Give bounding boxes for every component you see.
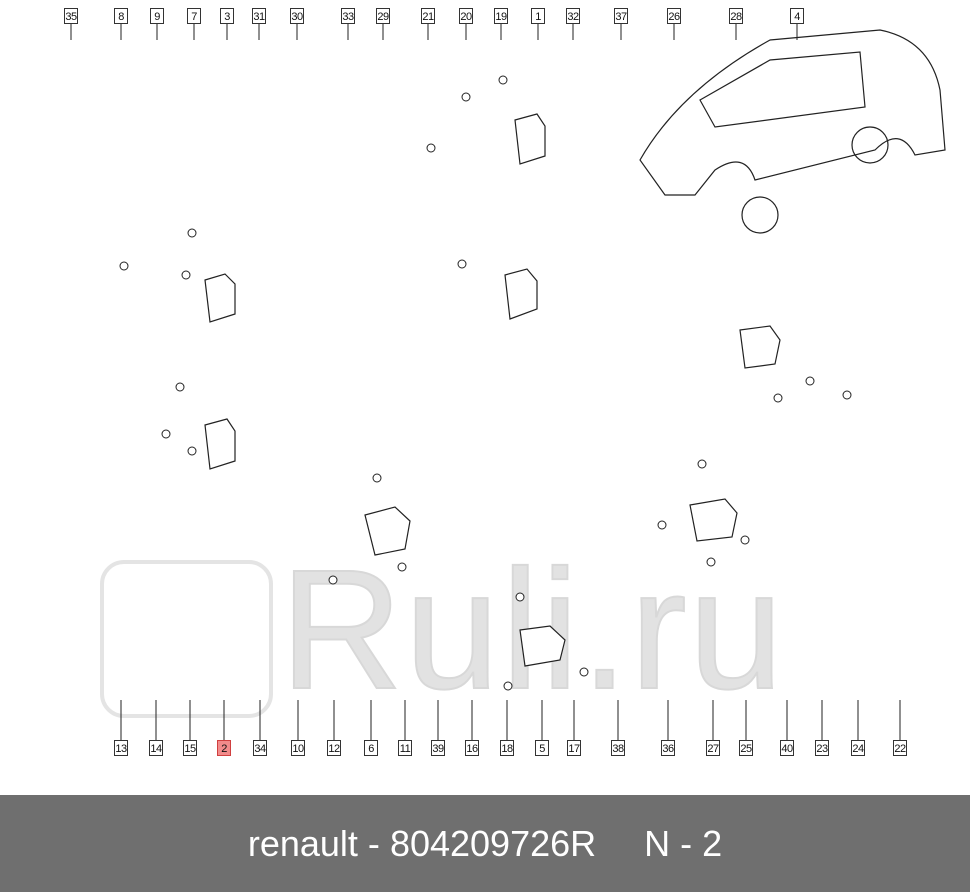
bolt — [706, 557, 716, 567]
hinge-part — [519, 625, 566, 667]
bolt — [187, 446, 197, 456]
callout-37[interactable]: 37 — [614, 8, 628, 24]
bolt — [161, 429, 171, 439]
separator: - — [367, 822, 380, 864]
callout-2[interactable]: 2 — [217, 740, 231, 756]
callout-15[interactable]: 15 — [183, 740, 197, 756]
bolt — [372, 473, 382, 483]
hinge-part — [689, 498, 738, 542]
hinge-part — [364, 506, 411, 556]
callout-4[interactable]: 4 — [790, 8, 804, 24]
bolt — [461, 92, 471, 102]
bolt — [187, 228, 197, 238]
callout-39[interactable]: 39 — [431, 740, 445, 756]
callout-25[interactable]: 25 — [739, 740, 753, 756]
callout-29[interactable]: 29 — [376, 8, 390, 24]
callout-21[interactable]: 21 — [421, 8, 435, 24]
vehicle-illustration — [639, 29, 946, 234]
bolt — [175, 382, 185, 392]
callout-27[interactable]: 27 — [706, 740, 720, 756]
callout-35[interactable]: 35 — [64, 8, 78, 24]
parts-diagram: Ruli.ru — [64, 8, 946, 756]
callout-23[interactable]: 23 — [815, 740, 829, 756]
bolt — [657, 520, 667, 530]
callout-36[interactable]: 36 — [661, 740, 675, 756]
bolt — [773, 393, 783, 403]
callout-1[interactable]: 1 — [531, 8, 545, 24]
bolt — [842, 390, 852, 400]
callout-32[interactable]: 32 — [566, 8, 580, 24]
callout-33[interactable]: 33 — [341, 8, 355, 24]
bolt — [697, 459, 707, 469]
callout-24[interactable]: 24 — [851, 740, 865, 756]
brand-name: renault — [247, 822, 358, 864]
callout-16[interactable]: 16 — [465, 740, 479, 756]
callout-30[interactable]: 30 — [290, 8, 304, 24]
bolt — [328, 575, 338, 585]
callout-31[interactable]: 31 — [252, 8, 266, 24]
callout-19[interactable]: 19 — [494, 8, 508, 24]
callout-18[interactable]: 18 — [500, 740, 514, 756]
callout-28[interactable]: 28 — [729, 8, 743, 24]
bolt — [740, 535, 750, 545]
watermark-logo — [100, 560, 273, 718]
hinge-part — [739, 325, 781, 369]
callout-38[interactable]: 38 — [611, 740, 625, 756]
callout-14[interactable]: 14 — [149, 740, 163, 756]
part-number: 804209726R — [389, 822, 597, 864]
hinge-part — [204, 418, 236, 470]
callout-9[interactable]: 9 — [150, 8, 164, 24]
callout-5[interactable]: 5 — [535, 740, 549, 756]
callout-3[interactable]: 3 — [220, 8, 234, 24]
callout-8[interactable]: 8 — [114, 8, 128, 24]
hinge-parts — [204, 113, 781, 667]
bolt — [119, 261, 129, 271]
parts-drawing — [70, 24, 946, 740]
bolt — [579, 667, 589, 677]
bolt — [457, 259, 467, 269]
position-label: N - 2 — [644, 822, 723, 864]
bolt — [503, 681, 513, 691]
callout-10[interactable]: 10 — [291, 740, 305, 756]
callout-17[interactable]: 17 — [567, 740, 581, 756]
callout-11[interactable]: 11 — [398, 740, 412, 756]
callout-34[interactable]: 34 — [253, 740, 267, 756]
callout-6[interactable]: 6 — [364, 740, 378, 756]
hinge-part — [514, 113, 546, 165]
callout-12[interactable]: 12 — [327, 740, 341, 756]
bolt — [426, 143, 436, 153]
callout-20[interactable]: 20 — [459, 8, 473, 24]
leader-lines — [70, 24, 901, 740]
bolt — [515, 592, 525, 602]
callout-40[interactable]: 40 — [780, 740, 794, 756]
bolt — [397, 562, 407, 572]
callout-22[interactable]: 22 — [893, 740, 907, 756]
footer-bar: renault - 804209726R N - 2 — [0, 795, 970, 892]
hinge-part — [504, 268, 538, 320]
bolt — [181, 270, 191, 280]
callout-26[interactable]: 26 — [667, 8, 681, 24]
callout-13[interactable]: 13 — [114, 740, 128, 756]
callout-7[interactable]: 7 — [187, 8, 201, 24]
bolt — [498, 75, 508, 85]
bolt — [805, 376, 815, 386]
hinge-part — [204, 273, 236, 323]
bolts — [119, 75, 852, 691]
